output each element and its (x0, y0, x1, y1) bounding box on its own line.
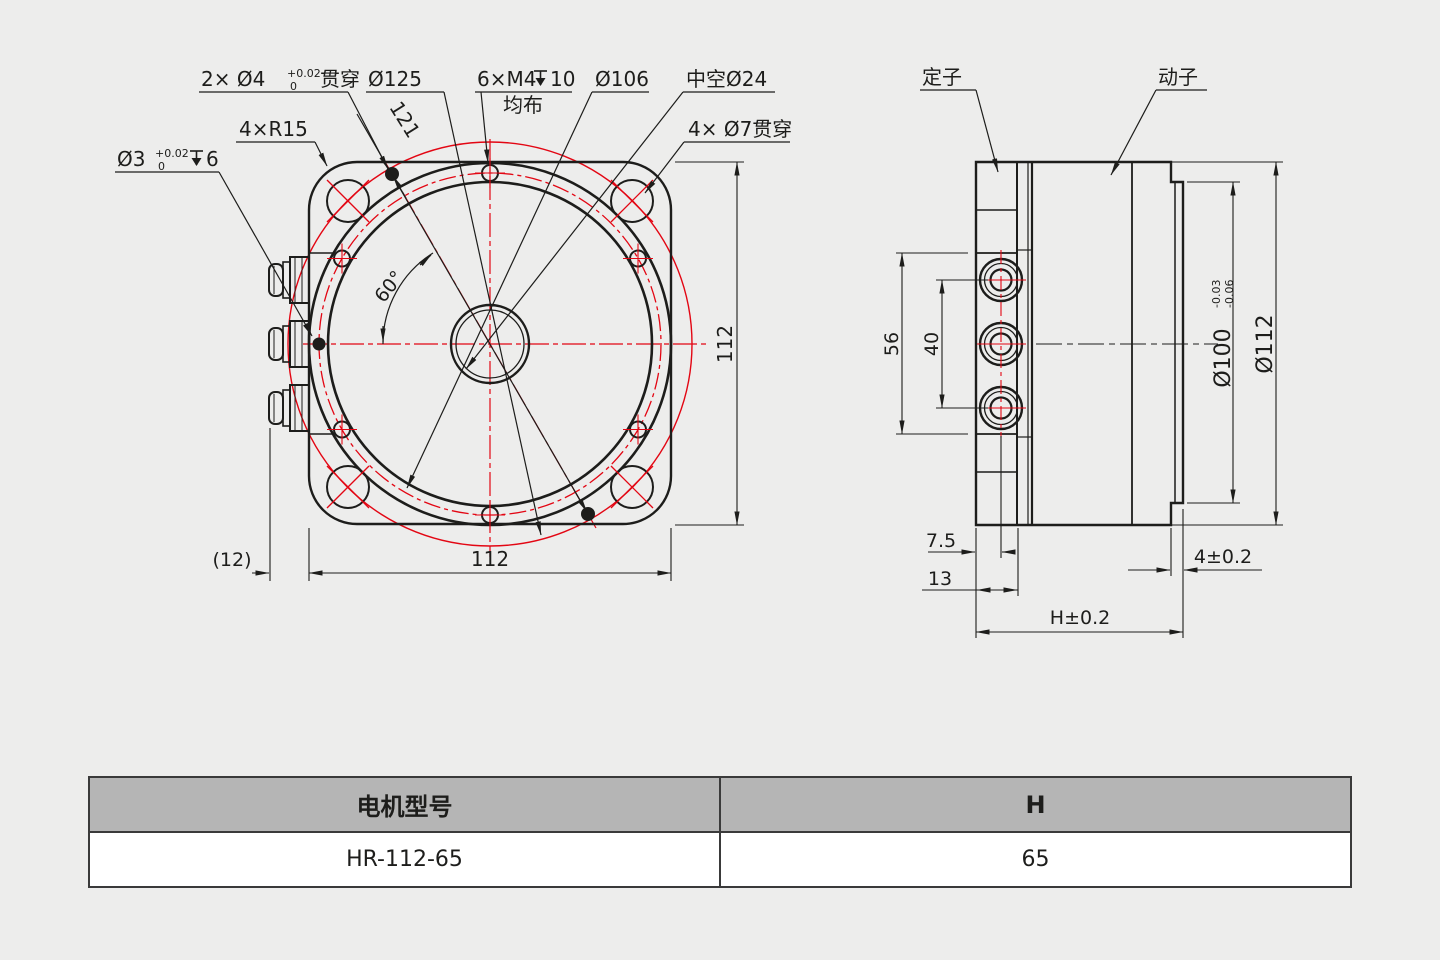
label-flange-step: 4±0.2 (1194, 546, 1252, 568)
label-d3-tol-upper: +0.02 (155, 147, 189, 160)
front-leaders (115, 91, 790, 536)
label-corner-radius: 4×R15 (239, 117, 308, 141)
label-conn-span: 56 (881, 332, 903, 356)
front-dimensions (252, 161, 744, 581)
label-d121: 121 (385, 97, 426, 142)
front-centerlines (287, 139, 706, 557)
label-pin-holes-tol-upper: +0.02 (287, 67, 321, 80)
label-angle: 60° (370, 267, 408, 307)
side-connectors (977, 250, 1026, 438)
label-spigot-tol-upper: -0.03 (1210, 280, 1223, 308)
label-d106: Ø106 (595, 67, 649, 91)
spec-table-cell-h: 65 (1021, 847, 1050, 872)
label-spigot: Ø100 (1211, 328, 1236, 387)
label-conn-pitch: 40 (921, 332, 943, 356)
label-gland-protrusion: (12) (212, 549, 251, 571)
cable-glands (268, 256, 310, 432)
side-view: 定子 动子 56 40 7.5 13 4±0.2 H±0.2 Ø100 -0.0… (881, 65, 1283, 638)
label-tapped: 6×M4 (477, 67, 536, 91)
label-pin-holes-suffix: 贯穿 (320, 67, 360, 91)
side-dimensions (896, 161, 1283, 638)
label-hollow: 中空Ø24 (686, 67, 767, 91)
label-d125: Ø125 (368, 67, 422, 91)
label-mover: 动子 (1158, 65, 1198, 89)
spec-table-header-row: 电机型号 H (90, 778, 1350, 833)
side-leaders (920, 89, 1207, 176)
label-stator: 定子 (922, 65, 962, 89)
label-pin-holes: 2× Ø4 (201, 67, 265, 91)
depth-icon (190, 150, 203, 166)
spec-table-header-h: H (1025, 790, 1046, 819)
front-view: 2× Ø4 +0.02 0 贯穿 Ø125 121 6×M4 10 均布 Ø10… (115, 67, 792, 581)
label-height-dim: 112 (713, 325, 737, 363)
corner-holes (326, 179, 654, 509)
spec-table-cell-model: HR-112-65 (90, 833, 721, 886)
label-outer-dia: Ø112 (1253, 314, 1278, 373)
side-outline (974, 160, 1185, 527)
label-width-dim: 112 (471, 547, 509, 571)
label-d3-depth: 6 (206, 147, 219, 171)
spec-table-data-row: HR-112-65 65 (90, 833, 1350, 886)
label-d3: Ø3 (117, 147, 145, 171)
spec-table-header-model: 电机型号 (90, 778, 721, 831)
label-pin-holes-tol-lower: 0 (290, 80, 297, 93)
label-spigot-tol-lower: -0.06 (1223, 280, 1236, 308)
side-labels: 定子 动子 56 40 7.5 13 4±0.2 H±0.2 Ø100 -0.0… (881, 65, 1278, 629)
label-corner-holes: 4× Ø7贯穿 (688, 117, 792, 141)
cable-gland (268, 256, 310, 304)
label-conn-offset: 7.5 (926, 530, 956, 552)
cable-gland (268, 384, 310, 432)
label-tapped-depth: 10 (550, 67, 575, 91)
label-d3-tol-lower: 0 (158, 160, 165, 173)
front-labels: 2× Ø4 +0.02 0 贯穿 Ø125 121 6×M4 10 均布 Ø10… (117, 67, 792, 571)
label-tapped-note: 均布 (503, 93, 543, 117)
connector-box-edges (309, 252, 334, 435)
tapped-holes (327, 158, 653, 530)
label-stator-depth: 13 (928, 568, 952, 590)
depth-icon (534, 70, 547, 86)
label-total-height: H±0.2 (1050, 607, 1110, 629)
cable-gland (268, 320, 310, 368)
spec-table: 电机型号 H HR-112-65 65 (88, 776, 1352, 888)
